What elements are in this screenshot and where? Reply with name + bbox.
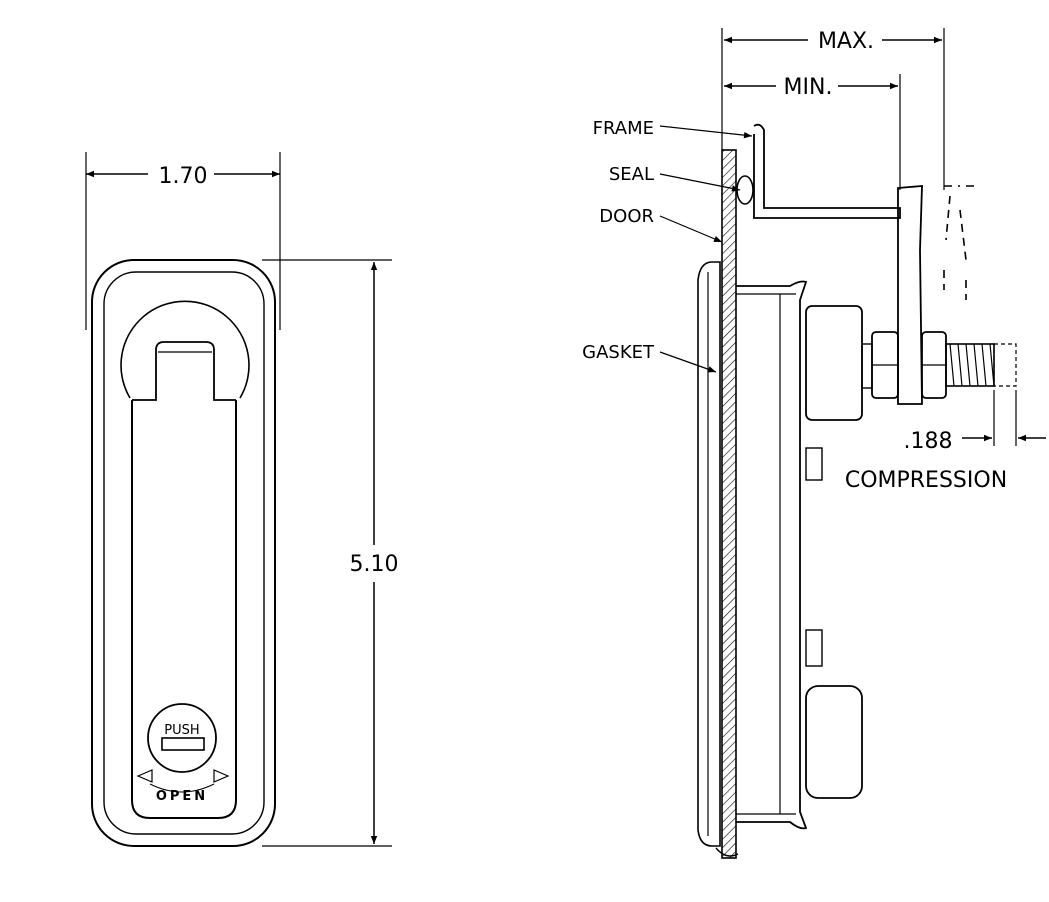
door-panel (721, 149, 737, 859)
side-view (659, 28, 1046, 859)
shaft (861, 343, 873, 389)
seal-label: SEAL (609, 164, 654, 185)
stud-threads (949, 343, 995, 387)
seal-leader (659, 173, 741, 192)
stud-extension (993, 343, 1017, 387)
latch-body-outline (91, 259, 276, 847)
door-leader (659, 215, 723, 243)
push-button (147, 703, 217, 773)
compression-label: COMPRESSION (845, 468, 1007, 493)
max-dimension-label: MAX. (818, 29, 874, 54)
key-slot-icon (161, 737, 205, 751)
gasket (697, 261, 721, 847)
pawl-max-position (943, 185, 976, 300)
compression-dimension-label: .188 (904, 429, 953, 454)
door-break (715, 847, 739, 857)
height-dimension-label: 5.10 (350, 552, 399, 577)
open-arc (149, 783, 215, 793)
frame-label: FRAME (593, 118, 654, 139)
top-boss (120, 300, 250, 399)
handle-hook (132, 341, 236, 401)
mounting-stud-top (805, 447, 823, 481)
latch-body-inner-outline (103, 271, 265, 835)
lock-housing (805, 685, 863, 799)
frame-profile (753, 123, 901, 219)
latch-housing (736, 280, 808, 830)
cam-housing (805, 305, 863, 421)
width-dimension-label: 1.70 (159, 164, 208, 189)
min-dimension-label: MIN. (784, 75, 833, 100)
door-label: DOOR (599, 206, 654, 227)
gasket-label: GASKET (582, 342, 655, 363)
push-label: PUSH (164, 723, 199, 738)
open-arrow-right-icon (213, 769, 230, 783)
frame-leader (659, 125, 753, 139)
open-arrow-left-icon (136, 769, 153, 783)
front-view (85, 152, 392, 847)
pawl (897, 185, 923, 405)
gasket-leader (659, 351, 717, 373)
mounting-stud-bottom (805, 629, 823, 667)
open-label: OPEN (156, 789, 208, 804)
handle-outline (131, 400, 237, 819)
